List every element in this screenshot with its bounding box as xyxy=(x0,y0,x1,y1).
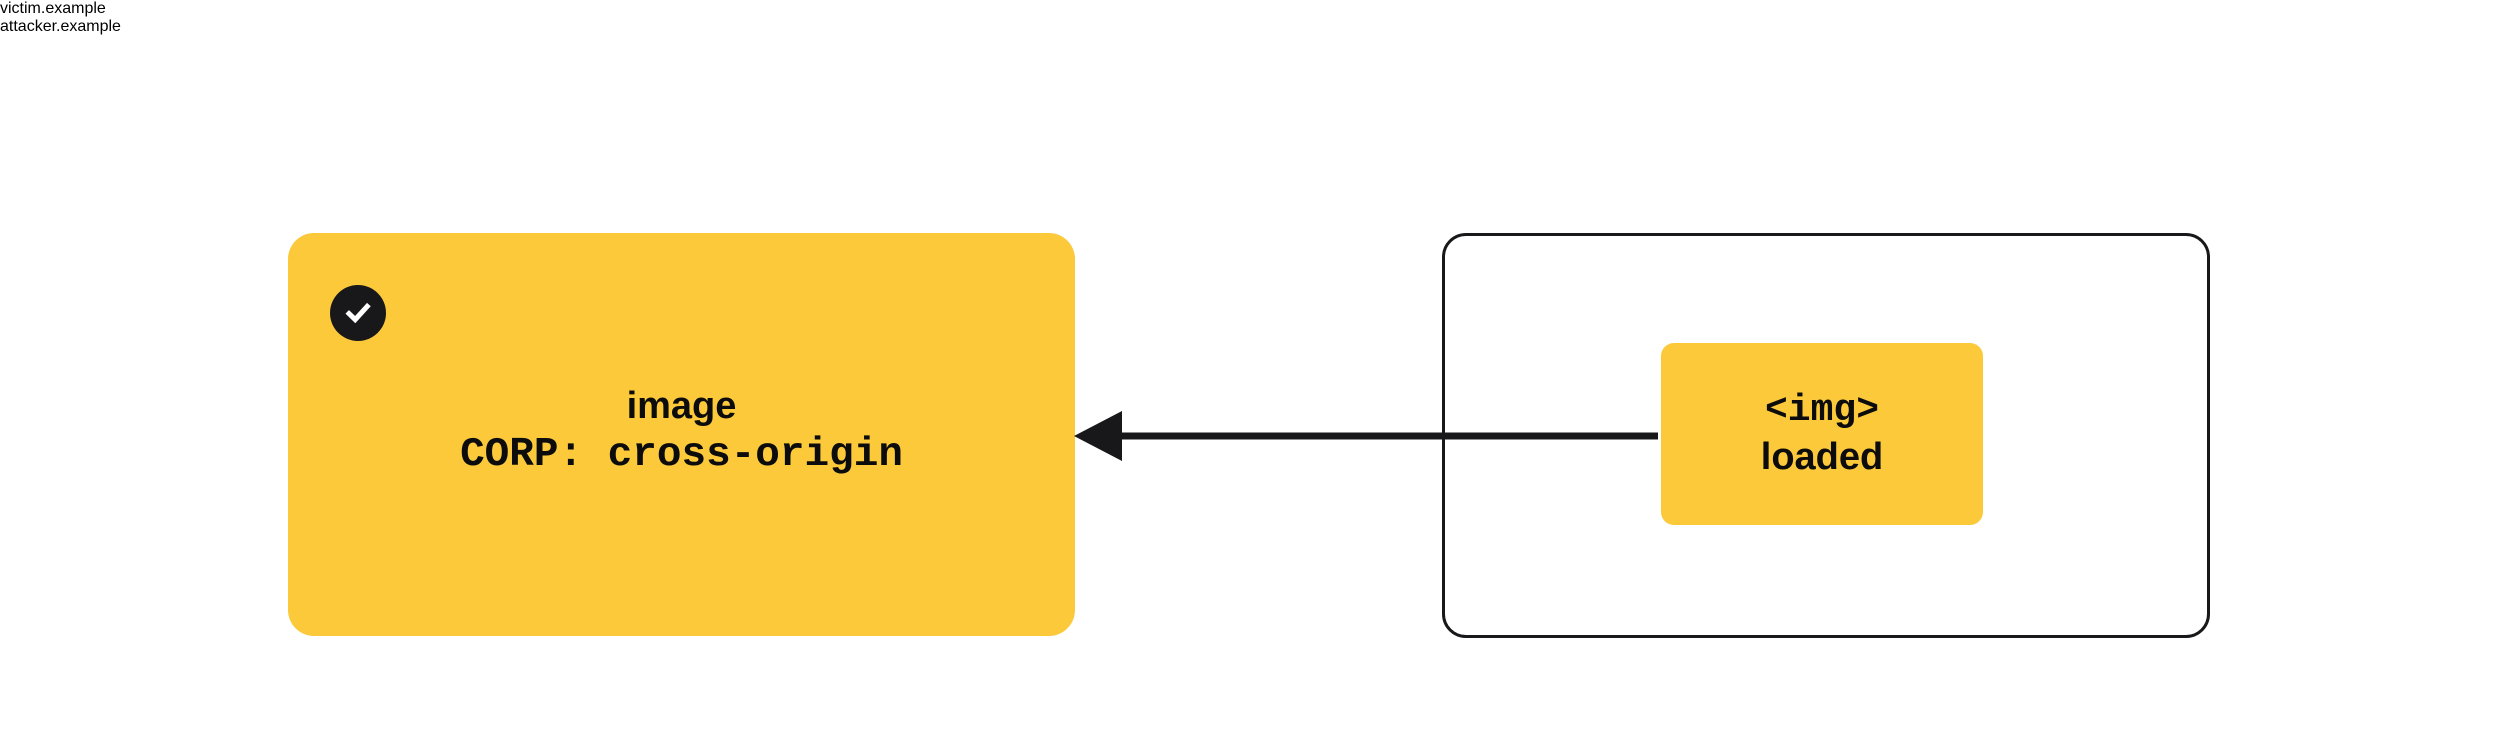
check-circle-icon xyxy=(330,285,386,341)
attacker-img-element-card: <img> loaded xyxy=(1661,343,1983,525)
img-status-label: loaded xyxy=(1760,436,1884,478)
victim-resource-text: image CORP: cross-origin xyxy=(288,383,1075,481)
attacker-origin-label: attacker.example xyxy=(0,18,121,35)
victim-resource-card: image CORP: cross-origin xyxy=(288,233,1075,636)
victim-resource-name: image xyxy=(626,385,737,427)
victim-corp-header: CORP: cross-origin xyxy=(460,432,903,478)
arrow-left-icon xyxy=(1060,405,1670,467)
attacker-page-frame: <img> loaded xyxy=(1442,233,2210,638)
victim-origin-label: victim.example xyxy=(0,0,106,17)
img-tag-label: <img> xyxy=(1764,389,1880,432)
